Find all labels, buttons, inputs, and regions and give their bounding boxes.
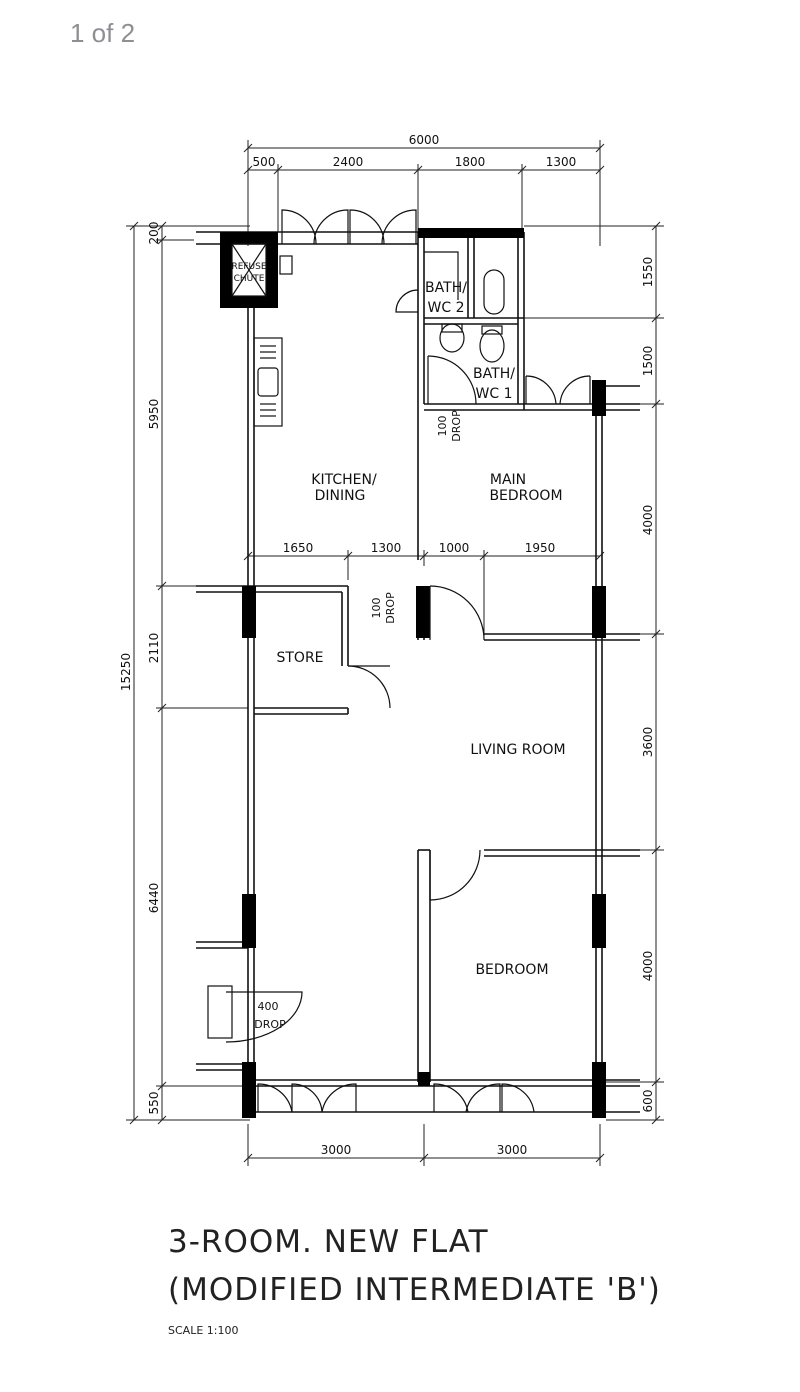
plan-title-line-1: 3-ROOM. NEW FLAT bbox=[168, 1224, 489, 1260]
dim-right-4000-top: 4000 bbox=[641, 505, 655, 536]
label-main-bedroom-1: MAIN bbox=[490, 472, 526, 488]
dim-bottom-right: 3000 bbox=[497, 1143, 528, 1157]
door-swings bbox=[207, 209, 591, 1113]
refuse-chute-symbol bbox=[231, 243, 293, 297]
label-store: STORE bbox=[276, 650, 323, 666]
dim-top-1300: 1300 bbox=[546, 155, 577, 169]
dim-right-1550: 1550 bbox=[641, 257, 655, 288]
label-kitchen-2: DINING bbox=[315, 488, 366, 504]
dim-mid-1950: 1950 bbox=[525, 541, 556, 555]
dim-right-3600: 3600 bbox=[641, 727, 655, 758]
label-bath-wc2-2: WC 2 bbox=[428, 300, 465, 316]
room-labels: REFUSE CHUTE BATH/ WC 2 BATH/ WC 1 KITCH… bbox=[231, 262, 565, 978]
dimension-labels: 6000 500 2400 1800 1300 1650 1300 1000 1… bbox=[119, 133, 655, 1157]
label-bedroom: BEDROOM bbox=[475, 962, 548, 978]
drop-100-a-value: 100 bbox=[436, 416, 449, 437]
dim-right-4000-bottom: 4000 bbox=[641, 951, 655, 982]
drop-100-a-label: DROP bbox=[450, 410, 463, 442]
dim-mid-1300: 1300 bbox=[371, 541, 402, 555]
page-counter: 1 of 2 bbox=[70, 18, 136, 48]
label-bath-wc1-1: BATH/ bbox=[473, 366, 515, 382]
drop-400-label: DROP bbox=[254, 1018, 286, 1031]
dim-bottom-left: 3000 bbox=[321, 1143, 352, 1157]
dim-left-2110: 2110 bbox=[147, 633, 161, 664]
drop-100-b-label: DROP bbox=[384, 592, 397, 624]
dimension-lines bbox=[126, 140, 664, 1166]
label-kitchen-1: KITCHEN/ bbox=[311, 472, 377, 488]
dim-right-1500: 1500 bbox=[641, 346, 655, 377]
label-refuse-1: REFUSE bbox=[231, 262, 266, 272]
dim-top-500: 500 bbox=[253, 155, 276, 169]
dim-top-total: 6000 bbox=[409, 133, 440, 147]
label-bath-wc1-2: WC 1 bbox=[476, 386, 513, 402]
dim-mid-1000: 1000 bbox=[439, 541, 470, 555]
dim-top-1800: 1800 bbox=[455, 155, 486, 169]
columns bbox=[220, 228, 606, 1118]
label-main-bedroom-2: BEDROOM bbox=[489, 488, 562, 504]
label-refuse-2: CHUTE bbox=[234, 274, 265, 284]
label-bath-wc2-1: BATH/ bbox=[425, 280, 467, 296]
drop-400-value: 400 bbox=[258, 1000, 279, 1013]
dim-right-600: 600 bbox=[641, 1090, 655, 1113]
drop-labels: 100 DROP 100 DROP 400 DROP bbox=[254, 410, 463, 1031]
dim-left-total: 15250 bbox=[119, 653, 133, 691]
dim-mid-1650: 1650 bbox=[283, 541, 314, 555]
drop-100-b-value: 100 bbox=[370, 598, 383, 619]
dim-left-6440: 6440 bbox=[147, 883, 161, 914]
plan-scale: SCALE 1:100 bbox=[168, 1324, 239, 1337]
dim-left-5950: 5950 bbox=[147, 399, 161, 430]
plan-title-line-2: (MODIFIED INTERMEDIATE 'B') bbox=[168, 1272, 661, 1308]
dim-top-2400: 2400 bbox=[333, 155, 364, 169]
dim-left-200: 200 bbox=[147, 222, 161, 245]
dim-left-550: 550 bbox=[147, 1092, 161, 1115]
label-living-room: LIVING ROOM bbox=[470, 742, 565, 758]
fixtures bbox=[253, 269, 505, 427]
floor-plan: 6000 500 2400 1800 1300 1650 1300 1000 1… bbox=[119, 133, 664, 1166]
walls bbox=[196, 231, 640, 1118]
